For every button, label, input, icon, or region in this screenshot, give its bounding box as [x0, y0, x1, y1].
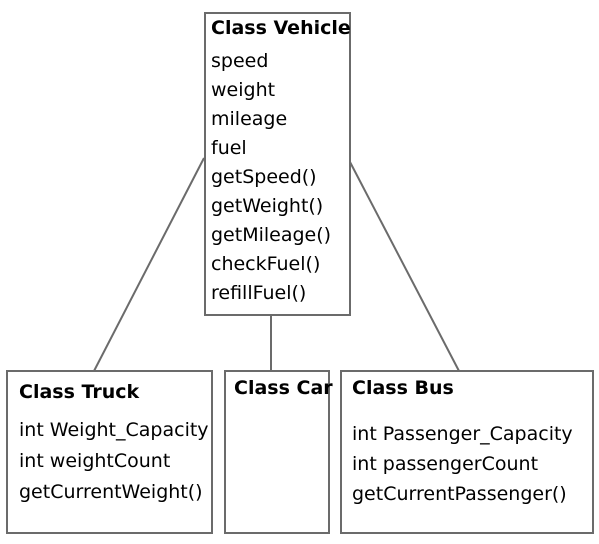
- class-bus-member: int Passenger_Capacity: [352, 423, 573, 445]
- class-vehicle-title: Class Vehicle: [211, 17, 351, 39]
- class-vehicle-member: weight: [211, 79, 276, 101]
- class-bus-title: Class Bus: [352, 377, 454, 399]
- class-vehicle-member: mileage: [211, 108, 288, 130]
- class-vehicle-member: fuel: [211, 137, 247, 159]
- class-bus-member: getCurrentPassenger(): [352, 483, 567, 505]
- class-vehicle-member: speed: [211, 50, 269, 72]
- class-truck-title: Class Truck: [19, 381, 140, 403]
- class-car-box: Class Car: [224, 370, 333, 534]
- class-car-title: Class Car: [234, 377, 333, 399]
- class-truck-member: int weightCount: [19, 450, 171, 472]
- class-bus-box: Class Bus int Passenger_Capacity int pas…: [340, 370, 594, 534]
- connector-vehicle-bus: [349, 161, 460, 372]
- class-truck-member: getCurrentWeight(): [19, 481, 203, 503]
- class-vehicle-member: getSpeed(): [211, 166, 317, 188]
- class-bus-member: int passengerCount: [352, 453, 539, 475]
- class-vehicle-member: getWeight(): [211, 195, 324, 217]
- class-vehicle-member: refillFuel(): [211, 282, 307, 304]
- class-vehicle-member: checkFuel(): [211, 253, 321, 275]
- class-vehicle-member: getMileage(): [211, 224, 332, 246]
- class-truck-box: Class Truck int Weight_Capacity int weig…: [6, 370, 213, 534]
- class-truck-member: int Weight_Capacity: [19, 419, 209, 441]
- class-vehicle-box: Class Vehicle speed weight mileage fuel …: [204, 12, 351, 316]
- connector-vehicle-truck: [93, 157, 205, 372]
